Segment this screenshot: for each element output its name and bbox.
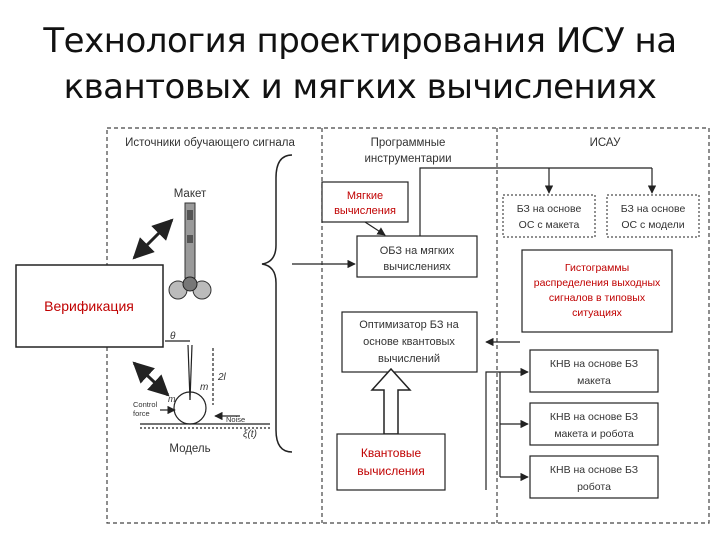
- quantum-up-arrow: [370, 367, 412, 435]
- knv-maket-robot-line2: макета и робота: [554, 428, 633, 440]
- bz-maket-line2: ОС с макета: [519, 219, 580, 231]
- model-schematic: [140, 340, 270, 429]
- model-label: Модель: [169, 443, 210, 455]
- maket-photo: [168, 202, 212, 300]
- knv-maket-line2: макета: [577, 375, 611, 387]
- verification-arrows: [132, 218, 174, 397]
- obz-box: [356, 235, 478, 278]
- noise-label: Noise: [226, 415, 245, 424]
- soft-computing-box: [321, 181, 409, 223]
- knv-robot-line2: робота: [577, 481, 611, 493]
- histograms-box: [521, 249, 673, 333]
- slide-title: Технология проектирования ИСУ на квантов…: [0, 18, 720, 110]
- optimizer-line2: основе квантовых: [363, 336, 455, 348]
- slide-title-line1: Технология проектирования ИСУ на: [43, 21, 677, 61]
- quantum-computing-box: [336, 433, 446, 491]
- obz-line2: вычислениях: [383, 261, 451, 273]
- tools-header-line2: инструментарии: [364, 153, 451, 165]
- optimizer-line3: вычислений: [378, 353, 440, 365]
- knv-robot-box: [529, 455, 659, 499]
- var-m2: m: [168, 394, 176, 404]
- obz-line1: ОБЗ на мягких: [380, 245, 455, 257]
- histograms-line4: ситуациях: [572, 307, 623, 319]
- bz-model-line2: ОС с модели: [621, 219, 684, 231]
- control-force-label-1: Control: [133, 400, 158, 409]
- control-force-label-2: force: [133, 409, 150, 418]
- knv-robot-line1: КНВ на основе БЗ: [550, 464, 638, 476]
- soft-computing-line2: вычисления: [334, 205, 396, 217]
- verification-box: [15, 264, 164, 348]
- verification-label: Верификация: [44, 298, 134, 314]
- slide-title-line2: квантовых и мягких вычислениях: [63, 67, 657, 107]
- bz-maket-line1: БЗ на основе: [517, 203, 582, 215]
- sources-header: Источники обучающего сигнала: [125, 137, 295, 149]
- knv-maket-box: [529, 349, 659, 393]
- maket-label: Макет: [174, 188, 207, 200]
- var-xi-t: ξ(t): [243, 429, 257, 440]
- var-theta: θ: [170, 331, 176, 342]
- optimizer-box: [341, 311, 478, 373]
- bz-maket-box: [502, 194, 596, 238]
- optimizer-line1: Оптимизатор БЗ на: [359, 319, 459, 331]
- bz-model-line1: БЗ на основе: [621, 203, 686, 215]
- histograms-line3: сигналов в типовых: [549, 292, 646, 304]
- knv-maket-robot-box: [529, 402, 659, 446]
- histograms-line1: Гистограммы: [565, 262, 629, 274]
- knv-maket-robot-line1: КНВ на основе БЗ: [550, 411, 638, 423]
- knv-maket-line1: КНВ на основе БЗ: [550, 358, 638, 370]
- quantum-computing-line1: Квантовые: [361, 446, 422, 460]
- var-m: m: [200, 382, 208, 393]
- var-2l: 2l: [217, 372, 227, 383]
- quantum-computing-line2: вычисления: [357, 464, 424, 478]
- bz-model-box: [606, 194, 700, 238]
- curly-brace: [261, 154, 293, 453]
- isau-header: ИСАУ: [590, 137, 621, 149]
- histograms-line2: распределения выходных: [534, 277, 661, 289]
- soft-computing-line1: Мягкие: [347, 190, 383, 202]
- connectors: [292, 167, 657, 490]
- tools-header-line1: Программные: [371, 137, 446, 149]
